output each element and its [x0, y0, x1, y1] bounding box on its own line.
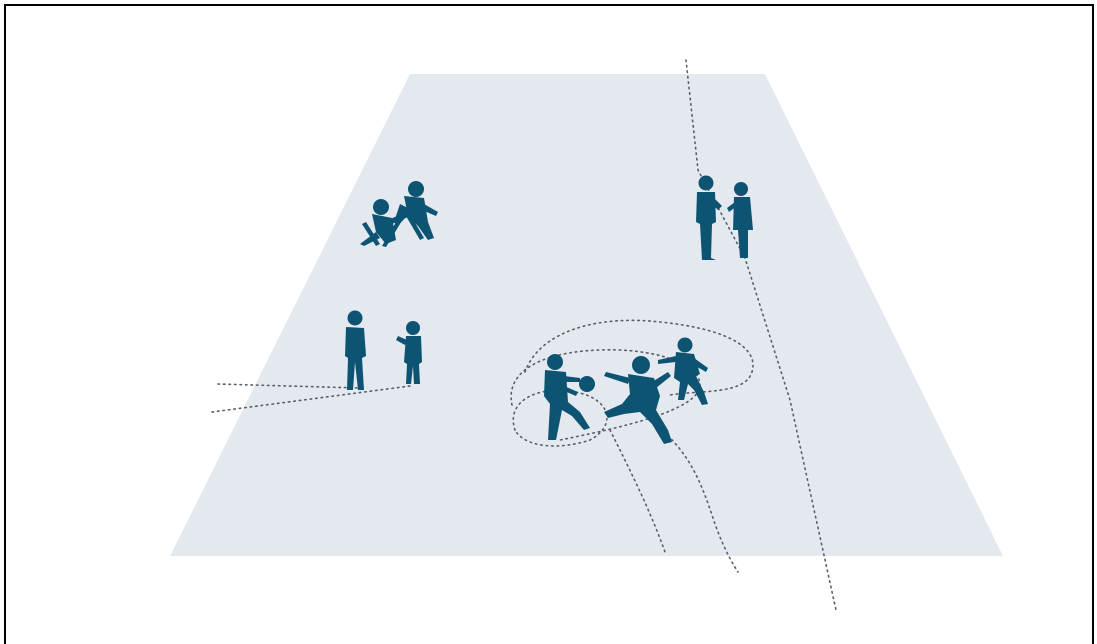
ball	[579, 376, 595, 392]
public-space-illustration	[0, 0, 1097, 619]
floor-plane	[170, 74, 1003, 556]
